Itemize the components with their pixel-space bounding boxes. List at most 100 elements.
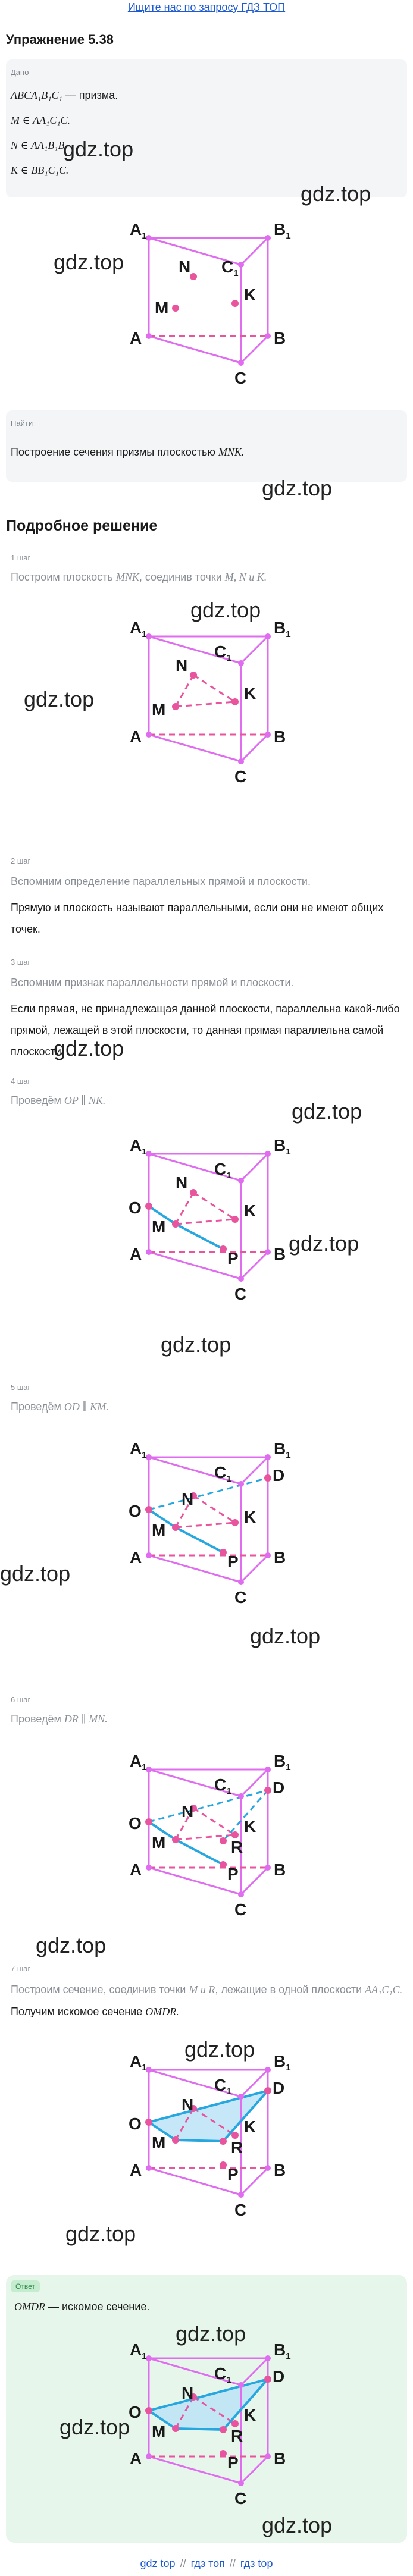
footer-separator: //	[229, 2558, 236, 2569]
svg-text:A: A	[130, 1860, 142, 1879]
given-line-4: K ∈ BB₁C₁C.	[11, 164, 68, 177]
step-3-body: Если прямая, не принадлежащая данной пло…	[11, 1003, 400, 1058]
step-1-tag: 1 шаг	[11, 553, 31, 562]
svg-text:O: O	[129, 1814, 142, 1833]
step-6-math: DR ∥ MN.	[64, 1713, 108, 1725]
label-a: A	[130, 329, 142, 347]
svg-text:B1: B1	[274, 1752, 291, 1772]
svg-text:D: D	[273, 1778, 284, 1797]
watermark: gdz.top	[262, 2513, 333, 2537]
svg-text:B: B	[274, 1860, 286, 1879]
svg-text:A: A	[130, 1548, 142, 1567]
step-1-math: MNK	[115, 571, 139, 583]
svg-text:R: R	[231, 2138, 243, 2157]
watermark: gdz.top	[54, 1036, 124, 1060]
footer-links: gdz top//гдз топ//гдз top	[0, 2558, 413, 2570]
step-3-muted: Вспомним признак параллельности прямой и…	[11, 977, 294, 989]
label-a1: A1	[130, 220, 147, 241]
label-m: M	[155, 299, 168, 317]
given-line-2: M ∈ AA₁C₁C.	[11, 114, 70, 127]
answer-text: OMDR — искомое сечение.	[14, 2301, 149, 2313]
figure-step-1: A1 B1 C1 A B C N K M	[130, 619, 291, 786]
svg-text:B: B	[274, 1548, 286, 1567]
watermark: gdz.top	[24, 687, 95, 711]
step-2-muted: Вспомним определение параллельных прямой…	[11, 876, 311, 887]
svg-text:C: C	[234, 1588, 246, 1607]
figure-step-6: A1 B1 C1 A B C N K M O P D R	[129, 1752, 291, 1919]
figure-step-7: A1 B1 C1 A B C N K M O P D R	[129, 2052, 291, 2219]
svg-text:C: C	[234, 767, 246, 786]
find-label: Построение сечения призмы плоскостью	[11, 446, 218, 458]
step-7-body-label: Получим искомое сечение	[11, 2006, 146, 2017]
svg-text:M: M	[152, 2422, 165, 2440]
figure-given: A1 B1 C1 A B C N K M	[130, 220, 291, 387]
svg-text:P: P	[227, 2453, 239, 2472]
watermark: gdz.top	[54, 250, 124, 274]
step-4-tag: 4 шаг	[11, 1077, 31, 1085]
given-math-3: N ∈ AA₁B₁B.	[11, 139, 68, 151]
svg-text:A1: A1	[130, 1752, 147, 1772]
step-7-label: Построим сечение, соединив точки	[11, 1984, 189, 1995]
svg-text:O: O	[129, 1502, 142, 1520]
step-4-text: Проведём OP ∥ NK.	[11, 1094, 105, 1107]
svg-text:K: K	[244, 1817, 256, 1835]
answer-tag: Ответ	[11, 2280, 40, 2292]
find-math: MNK.	[218, 446, 245, 458]
svg-text:B1: B1	[274, 1439, 291, 1460]
watermark: gdz.top	[60, 2415, 130, 2439]
svg-text:R: R	[231, 1838, 243, 1856]
step-7-body-math: OMDR.	[145, 2006, 179, 2017]
step-5-text: Проведём OD ∥ KM.	[11, 1401, 109, 1413]
svg-text:B1: B1	[274, 2340, 291, 2361]
svg-text:B: B	[274, 1245, 286, 1263]
given-text-1: — призма.	[62, 89, 118, 101]
svg-text:M: M	[152, 1218, 165, 1236]
figure-answer: A1 B1 C1 A B C N K M O P D R	[129, 2340, 291, 2508]
watermark: gdz.top	[161, 1332, 231, 1357]
answer-label: — искомое сечение.	[45, 2301, 150, 2313]
footer-link-gdz-top-ru[interactable]: гдз топ	[190, 2558, 225, 2569]
svg-text:D: D	[273, 1466, 284, 1485]
svg-text:D: D	[273, 2367, 284, 2386]
svg-text:C1: C1	[214, 1463, 231, 1484]
label-c1: C1	[221, 258, 239, 278]
svg-text:M: M	[152, 700, 165, 718]
svg-text:D: D	[273, 2079, 284, 2097]
line-od	[148, 1477, 268, 1511]
svg-text:C: C	[234, 1900, 246, 1919]
step-7-math-2: AA₁C₁C.	[365, 1984, 403, 1995]
label-k: K	[244, 285, 256, 304]
svg-text:A1: A1	[130, 619, 147, 639]
svg-text:C: C	[234, 2489, 246, 2508]
section-omdr	[149, 2091, 268, 2141]
line-dr	[222, 1790, 269, 1841]
solution-title: Подробное решение	[6, 517, 158, 534]
step-1-text: Построим плоскость MNK, соединив точки M…	[11, 571, 267, 583]
svg-text:A: A	[130, 1245, 142, 1263]
svg-text:A: A	[130, 727, 142, 746]
svg-text:O: O	[129, 2114, 142, 2133]
section-lines	[148, 1205, 224, 1250]
top-search-link[interactable]: Ищите нас по запросу ГДЗ ТОП	[127, 1, 286, 13]
svg-text:A1: A1	[130, 2052, 147, 2073]
point-n	[190, 273, 197, 280]
svg-text:C1: C1	[214, 2364, 231, 2385]
svg-text:C1: C1	[214, 1775, 231, 1796]
footer-link-gdz-top-mixed[interactable]: гдз top	[240, 2558, 273, 2569]
watermark: gdz.top	[190, 598, 261, 622]
step-1-math-2: M, N и K.	[224, 571, 267, 583]
svg-text:A1: A1	[130, 1439, 147, 1460]
svg-text:N: N	[176, 656, 187, 674]
step-4-math: OP ∥ NK.	[64, 1094, 106, 1106]
step-7-math: M и R	[189, 1984, 215, 1995]
watermark: gdz.top	[0, 1561, 71, 1586]
svg-text:N: N	[182, 1490, 193, 1508]
watermark: gdz.top	[63, 137, 134, 161]
step-6-text: Проведём DR ∥ MN.	[11, 1713, 108, 1725]
answer-math: OMDR	[14, 2301, 45, 2313]
footer-link-gdz-top[interactable]: gdz top	[140, 2558, 176, 2569]
watermark: gdz.top	[289, 1231, 359, 1256]
step-7-tag: 7 шаг	[11, 1964, 31, 1973]
watermark: gdz.top	[65, 2222, 136, 2246]
svg-text:K: K	[244, 1201, 256, 1220]
